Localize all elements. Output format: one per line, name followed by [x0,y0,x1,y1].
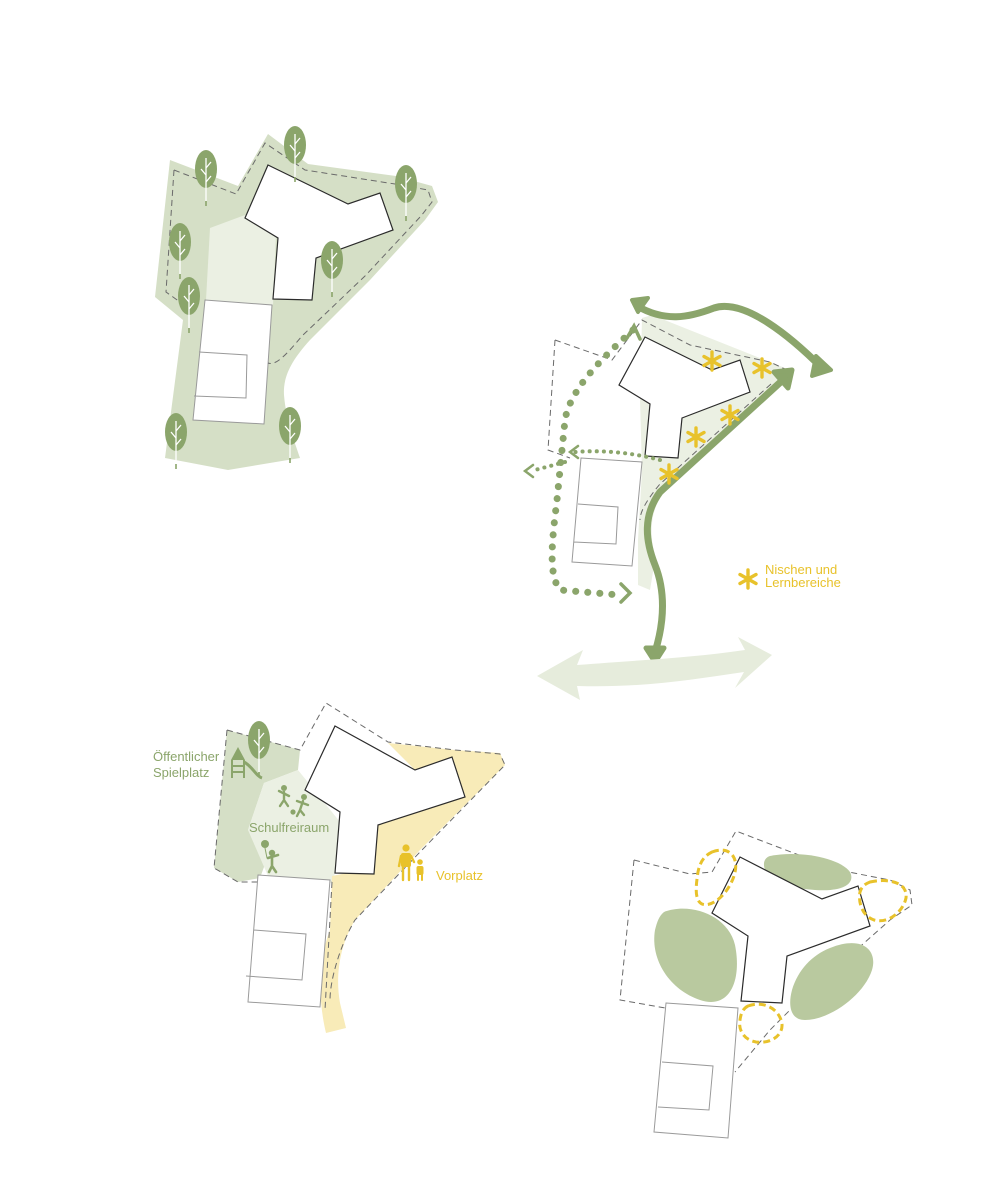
dotted-loop-path [548,326,637,599]
green-area-blob [790,943,874,1020]
y-building-outline [244,164,394,301]
vorplatz-label: Vorplatz [436,868,483,883]
diagram-trees [155,125,438,470]
lower-building-area [193,300,272,424]
dotted-cross-path [533,449,662,472]
spielplatz-label-line1: Öffentlicher [153,749,220,764]
yellow-dashed-loop [694,848,738,907]
children-playing-icon [277,785,310,818]
yellow-dashed-loop [738,1002,784,1044]
playground-slide-icon [231,747,263,780]
schulfreiraum-label: Schulfreiraum [249,820,329,835]
lower-building-outline [192,299,273,425]
lower-building-outline [571,457,643,567]
yellow-dashed-loop [858,879,908,923]
parent-child-icon [397,844,424,882]
lower-building-outline [245,874,331,1008]
vorplatz-zone [320,743,505,1033]
diagram-volumes [619,830,913,1139]
pale-double-arrow [537,637,772,700]
legend-label-line2: Lernbereiche [765,575,841,590]
site-boundary-dashed [547,319,788,521]
top-green-path [633,302,826,372]
green-area-blob [654,908,737,1002]
site-boundary-dashed [173,142,433,364]
pale-courtyard [206,215,276,305]
lower-building-outline [653,1002,739,1139]
y-building-outline [711,856,871,1004]
spielplatz-zone [214,730,300,882]
spielplatz-label-line2: Spielplatz [153,765,209,780]
y-building-outline [304,725,466,875]
diagram-paths: Nischen und Lernbereiche [522,296,841,700]
y-building-outline [618,336,751,459]
asterisk-icon [738,568,758,590]
diagram-zones: Öffentlicher Spielplatz Schulfreiraum Vo… [153,702,506,1033]
child-balloon-icon [261,840,280,874]
legend-label-line1: Nischen und [765,562,837,577]
main-green-path [643,374,789,656]
